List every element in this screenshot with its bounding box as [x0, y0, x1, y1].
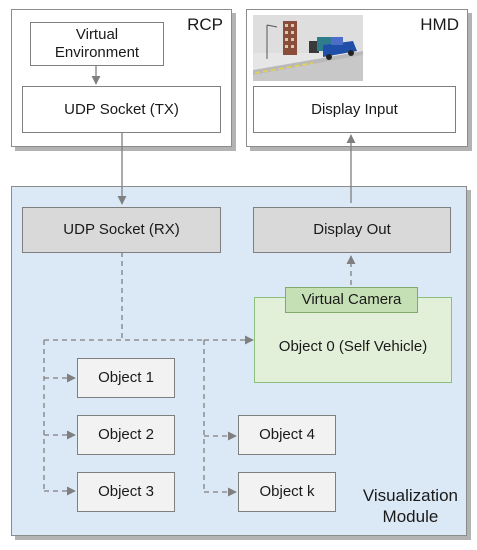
object2-box: Object 2 — [77, 415, 175, 455]
virtual-environment-line2: Environment — [54, 44, 140, 61]
rcp-title: RCP — [187, 15, 223, 34]
hmd-title: HMD — [420, 15, 459, 34]
visualization-title-line2: Module — [382, 507, 439, 526]
object1-label: Object 1 — [98, 369, 154, 386]
visualization-module-title: Visualization Module — [363, 485, 458, 527]
objectk-label: Object k — [259, 483, 315, 500]
object4-box: Object 4 — [238, 415, 336, 455]
visualization-title-line1: Visualization — [362, 486, 458, 505]
display-out-label: Display Out — [313, 221, 391, 238]
display-input-box: Display Input — [253, 86, 456, 133]
object4-label: Object 4 — [259, 426, 315, 443]
udp-socket-rx-label: UDP Socket (RX) — [63, 221, 180, 238]
virtual-camera-label: Virtual Camera — [301, 291, 402, 308]
object1-box: Object 1 — [77, 358, 175, 398]
object3-label: Object 3 — [98, 483, 154, 500]
udp-socket-tx-label: UDP Socket (TX) — [64, 100, 179, 118]
display-input-label: Display Input — [311, 100, 398, 118]
udp-socket-tx-box: UDP Socket (TX) — [22, 86, 221, 133]
object0-label: Object 0 (Self Vehicle) — [278, 338, 428, 355]
hmd-scene-thumbnail — [253, 15, 363, 81]
object2-label: Object 2 — [98, 426, 154, 443]
objectk-box: Object k — [238, 472, 336, 512]
virtual-environment-line1: Virtual — [75, 26, 119, 43]
udp-socket-rx-box: UDP Socket (RX) — [22, 207, 221, 253]
display-out-box: Display Out — [253, 207, 451, 253]
virtual-environment-box: Virtual Environment — [30, 22, 164, 66]
virtual-camera-box: Virtual Camera — [285, 287, 418, 313]
object3-box: Object 3 — [77, 472, 175, 512]
